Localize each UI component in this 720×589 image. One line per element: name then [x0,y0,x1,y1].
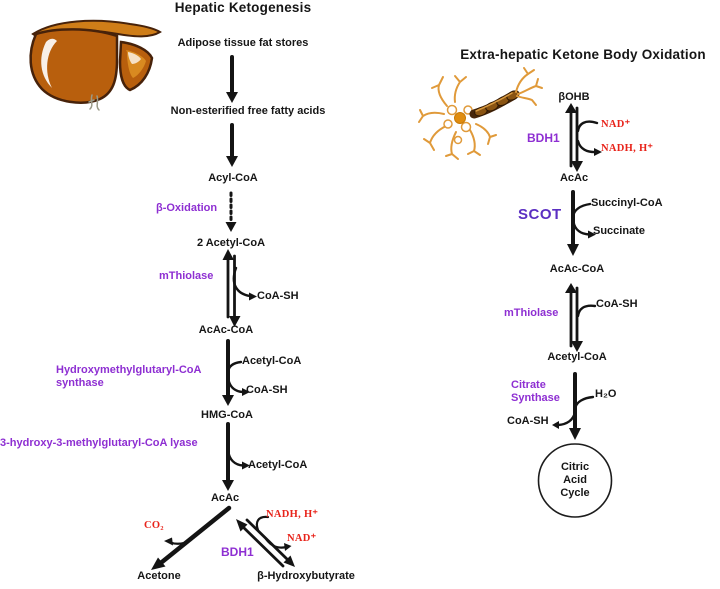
arrow-mthiolase-reversible-right [565,283,597,352]
arrow-beta-oxidation-dashed [225,191,237,232]
citric-acid-cycle-circle [537,443,613,518]
node-acac-left: AcAc [210,492,240,504]
node-acetone: Acetone [137,570,181,582]
arrow-adipose-to-nefa [226,55,238,103]
left-panel-title: Hepatic Ketogenesis [174,0,312,15]
arrow-acac-to-acetone [151,505,232,570]
cofactor-nad-right: NAD⁺ [601,119,631,130]
right-panel-title: Extra-hepatic Ketone Body Oxidation [460,47,706,62]
node-bohb: βOHB [558,91,590,103]
cofactor-nadh-right: NADH, H⁺ [601,143,654,154]
enzyme-mthiolase-right: mThiolase [504,307,559,319]
cofactor-nad-left: NAD⁺ [287,533,317,544]
arrow-hmg-lyase [222,422,250,491]
node-two-acetyl-coa: 2 Acetyl-CoA [196,237,266,249]
node-acac-right: AcAc [559,172,589,184]
enzyme-bdh1-right: BDH1 [527,131,560,145]
cofactor-nadh-left: NADH, H⁺ [266,509,319,520]
enzyme-bdh1-left: BDH1 [221,545,254,559]
cofactor-coa-sh-citrate: CoA-SH [507,415,549,427]
cofactor-acetyl-coa-in: Acetyl-CoA [242,355,302,367]
enzyme-scot: SCOT [518,206,562,223]
arrow-nefa-to-acylcoa [226,123,238,167]
arrow-bdh1-reversible-left [236,515,295,568]
node-nefa: Non-esterified free fatty acids [170,105,326,117]
node-acac-coa-right: AcAc-CoA [549,263,605,275]
cofactor-succinyl-coa: Succinyl-CoA [591,197,663,209]
arrow-scot [567,190,596,256]
arrow-thiolase-reversible-left [222,249,257,327]
cofactor-coa-sh-synthase: CoA-SH [246,384,288,396]
node-adipose: Adipose tissue fat stores [177,37,309,49]
node-acyl-coa: Acyl-CoA [208,172,258,184]
arrow-citrate-synthase [552,372,595,440]
cofactor-coa-sh-thiolase-left: CoA-SH [257,290,299,302]
enzyme-citrate-synthase: Citrate Synthase [511,379,560,404]
enzyme-hmg-synthase: Hydroxymethylglutaryl-CoA synthase [56,364,202,389]
neuron-illustration [418,67,543,160]
enzyme-hmg-lyase: 3-hydroxy-3-methylglutaryl-CoA lyase [0,437,198,449]
cofactor-acetyl-coa-out: Acetyl-CoA [248,459,308,471]
node-acetyl-coa-right: Acetyl-CoA [547,351,607,363]
liver-illustration [29,19,162,111]
enzyme-mthiolase-left: mThiolase [159,270,214,282]
cofactor-succinate: Succinate [593,225,645,237]
arrow-hmg-synthase [222,339,250,406]
cofactor-co2: CO₂ [144,520,164,531]
cofactor-h2o: H₂O [595,388,617,400]
node-beta-hydroxybutyrate: β-Hydroxybutyrate [257,570,355,582]
arrow-bdh1-reversible-right [565,103,602,172]
enzyme-beta-oxidation: β-Oxidation [156,202,218,214]
cofactor-coa-sh-thiolase-right: CoA-SH [596,298,638,310]
node-hmg-coa: HMG-CoA [201,409,253,421]
node-citric-acid-cycle: Citric Acid Cycle [560,461,590,499]
node-acac-coa-left: AcAc-CoA [198,324,254,336]
